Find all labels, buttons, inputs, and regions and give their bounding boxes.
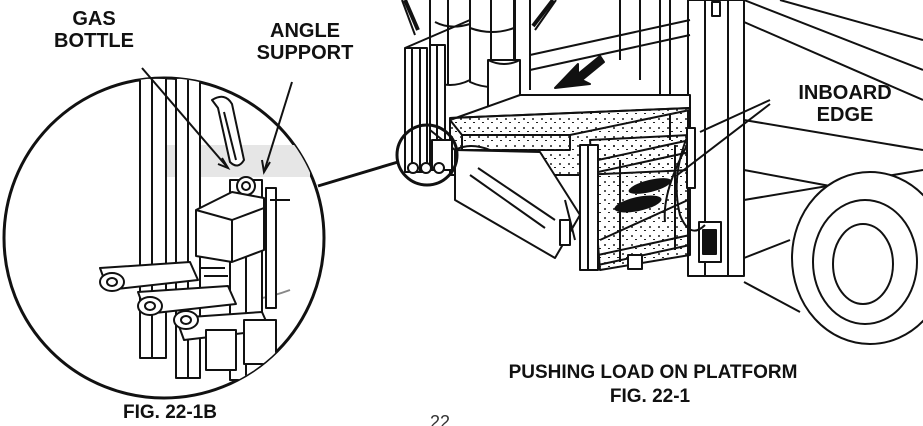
gas-bottle-label: GAS BOTTLE — [40, 8, 148, 53]
page-number: 22 — [429, 412, 451, 426]
gas-bottle-leader — [141, 67, 229, 169]
inboard-edge-leader-2 — [675, 103, 771, 177]
angle-support-label-line1: ANGLE — [270, 20, 340, 42]
callout-leaders — [141, 67, 771, 177]
side-panel — [454, 145, 581, 259]
main-figure-number: FIG. 22-1 — [609, 386, 691, 407]
top-arrows — [403, 0, 555, 31]
gas-bottle-label-line2: BOTTLE — [54, 30, 134, 53]
inboard-edge-label-line2: EDGE — [816, 104, 874, 127]
detail-leader — [317, 160, 399, 188]
detail-figure-number: FIG. 22-1B — [123, 402, 217, 423]
angle-support-label: ANGLE SUPPORT — [243, 20, 367, 65]
front-gate — [579, 139, 691, 271]
gas-bottle-label-line1: GAS — [72, 8, 116, 30]
push-arrow — [554, 55, 605, 89]
platform-drawing — [395, 0, 923, 345]
back-frame — [514, 0, 691, 140]
wheel — [743, 169, 923, 345]
inboard-edge-leader — [699, 99, 771, 133]
inboard-edge-label: INBOARD EDGE — [780, 82, 910, 127]
angle-support-leader — [263, 81, 293, 173]
footprints — [614, 178, 672, 213]
angle-support-label-line2: SUPPORT — [256, 42, 354, 65]
inboard-edge-label-line1: INBOARD — [798, 82, 892, 104]
main-figure-title: PUSHING LOAD ON PLATFORM — [508, 362, 798, 383]
left-frame — [404, 19, 471, 174]
detail-marker-circle — [395, 123, 459, 187]
detail-view — [2, 76, 326, 400]
hose — [663, 127, 706, 232]
